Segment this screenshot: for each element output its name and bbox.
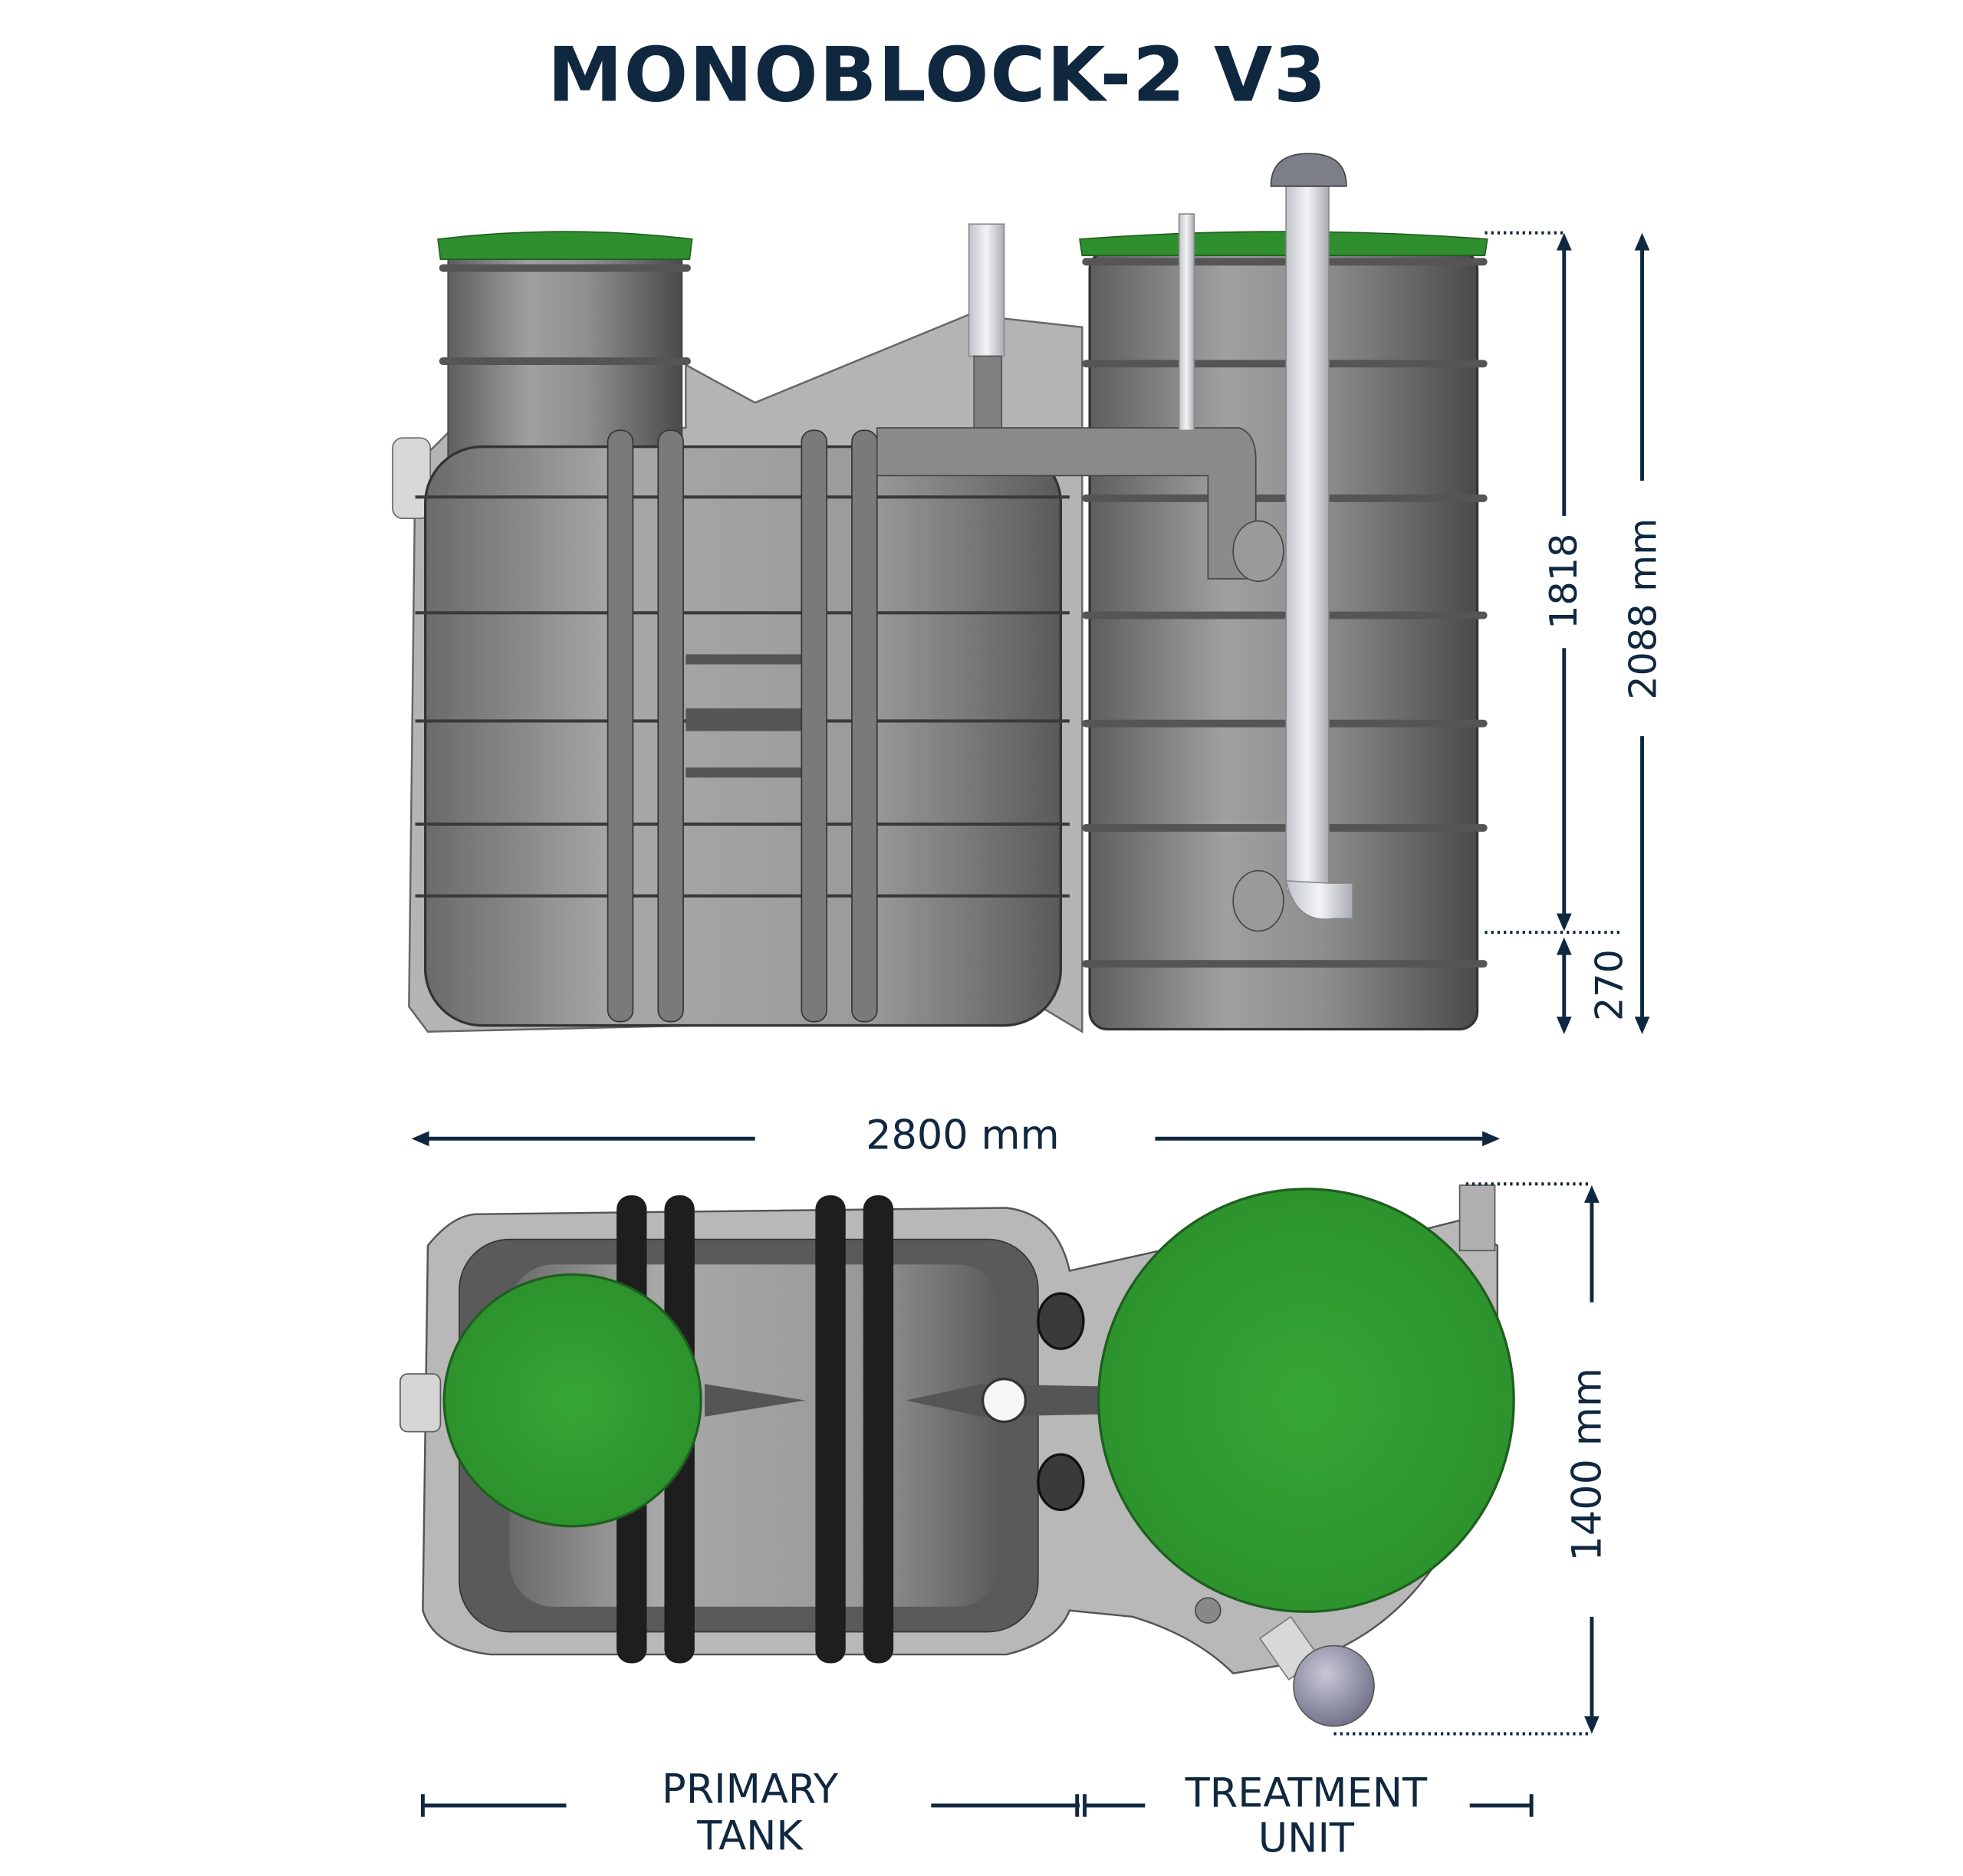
treatment-unit-label-line1: TREATMENT — [1185, 1770, 1428, 1817]
primary-lid-green — [437, 231, 693, 260]
treatment-unit-label-line2: UNIT — [1258, 1815, 1355, 1862]
width-dimension: 1400 mm — [1333, 1182, 1610, 1736]
tank-ribs — [415, 495, 1070, 898]
dimension-1400: 1400 mm — [1563, 1368, 1610, 1562]
vent-pipe — [968, 223, 1005, 357]
primary-tank-label-line1: PRIMARY — [662, 1766, 839, 1813]
dimension-1818: 1818 — [1541, 534, 1586, 629]
length-dimension: 2800 mm — [411, 1112, 1501, 1158]
dimension-2800: 2800 mm — [866, 1112, 1060, 1158]
dimension-270: 270 — [1587, 949, 1631, 1021]
primary-tank-body — [424, 445, 1063, 1027]
vent-cap-icon — [1293, 1644, 1375, 1727]
primary-lid-top — [442, 1273, 702, 1528]
access-hole — [1037, 1453, 1085, 1511]
page-title: MONOBLOCK-2 V3 — [547, 31, 1327, 119]
transfer-pipe — [876, 427, 1257, 580]
outlet-stub — [1458, 1184, 1496, 1252]
lower-outlet-fitting — [1232, 869, 1284, 932]
section-labels: PRIMARY TANK TREATMENT UNIT — [420, 1766, 1534, 1862]
sampling-rod — [1178, 213, 1195, 432]
vent-cap-icon — [1270, 153, 1347, 187]
treatment-unit-body — [1088, 250, 1479, 1031]
vent-port — [982, 1378, 1028, 1424]
treatment-lid-top — [1097, 1188, 1515, 1613]
primary-tank-label-line2: TANK — [696, 1812, 804, 1859]
access-hole — [1037, 1292, 1085, 1350]
treatment-lid-green — [1079, 231, 1488, 257]
reinforcement-bands — [607, 429, 878, 1023]
front-dimensions: 1818 2088 mm 270 — [1485, 231, 1665, 1035]
inlet-stub-top — [400, 1373, 442, 1433]
air-lift-pipe — [1285, 186, 1330, 892]
front-view — [392, 153, 1488, 1033]
upper-outlet-fitting — [1232, 520, 1284, 583]
top-view — [400, 1184, 1515, 1727]
riser-rings — [439, 264, 691, 366]
dimension-2088: 2088 mm — [1621, 518, 1665, 700]
